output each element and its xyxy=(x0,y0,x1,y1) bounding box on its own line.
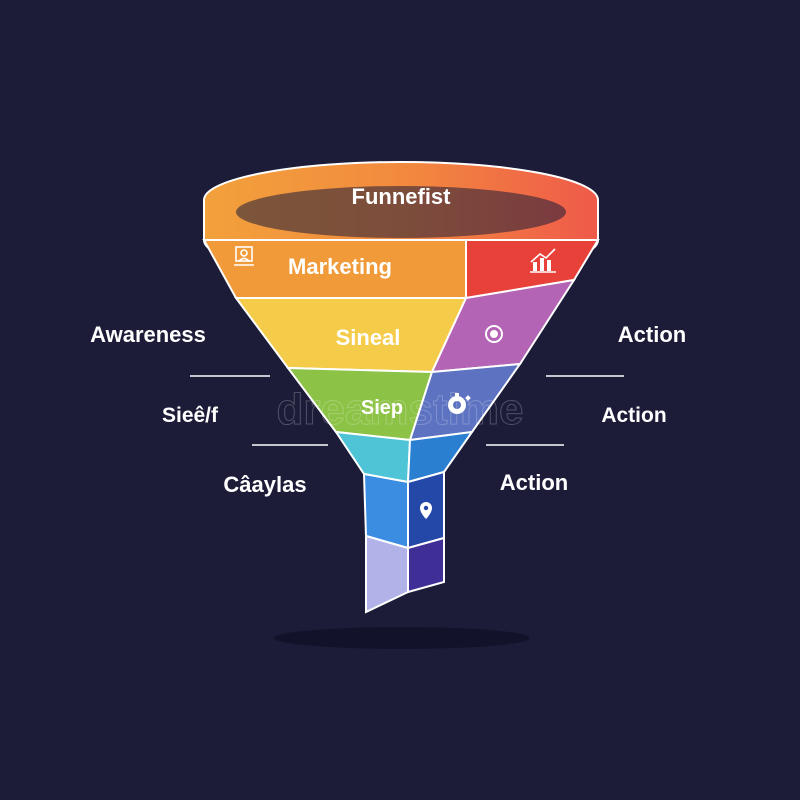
stage-label-1: Marketing xyxy=(288,254,392,279)
stage-label-2: Sineal xyxy=(336,325,401,350)
right-label-action-2: Action xyxy=(601,404,666,427)
right-label-action-1: Action xyxy=(618,322,686,347)
left-label-3: Câaylas xyxy=(223,472,306,497)
right-label-action-3: Action xyxy=(500,470,568,495)
left-label-awareness: Awareness xyxy=(90,322,206,347)
watermark: dreamstime xyxy=(276,385,523,434)
left-label-2: Sieê/f xyxy=(162,404,219,427)
funnel-title: Funnefist xyxy=(352,184,452,209)
funnel-shadow xyxy=(274,627,530,649)
stage-band-6-side xyxy=(408,538,444,592)
